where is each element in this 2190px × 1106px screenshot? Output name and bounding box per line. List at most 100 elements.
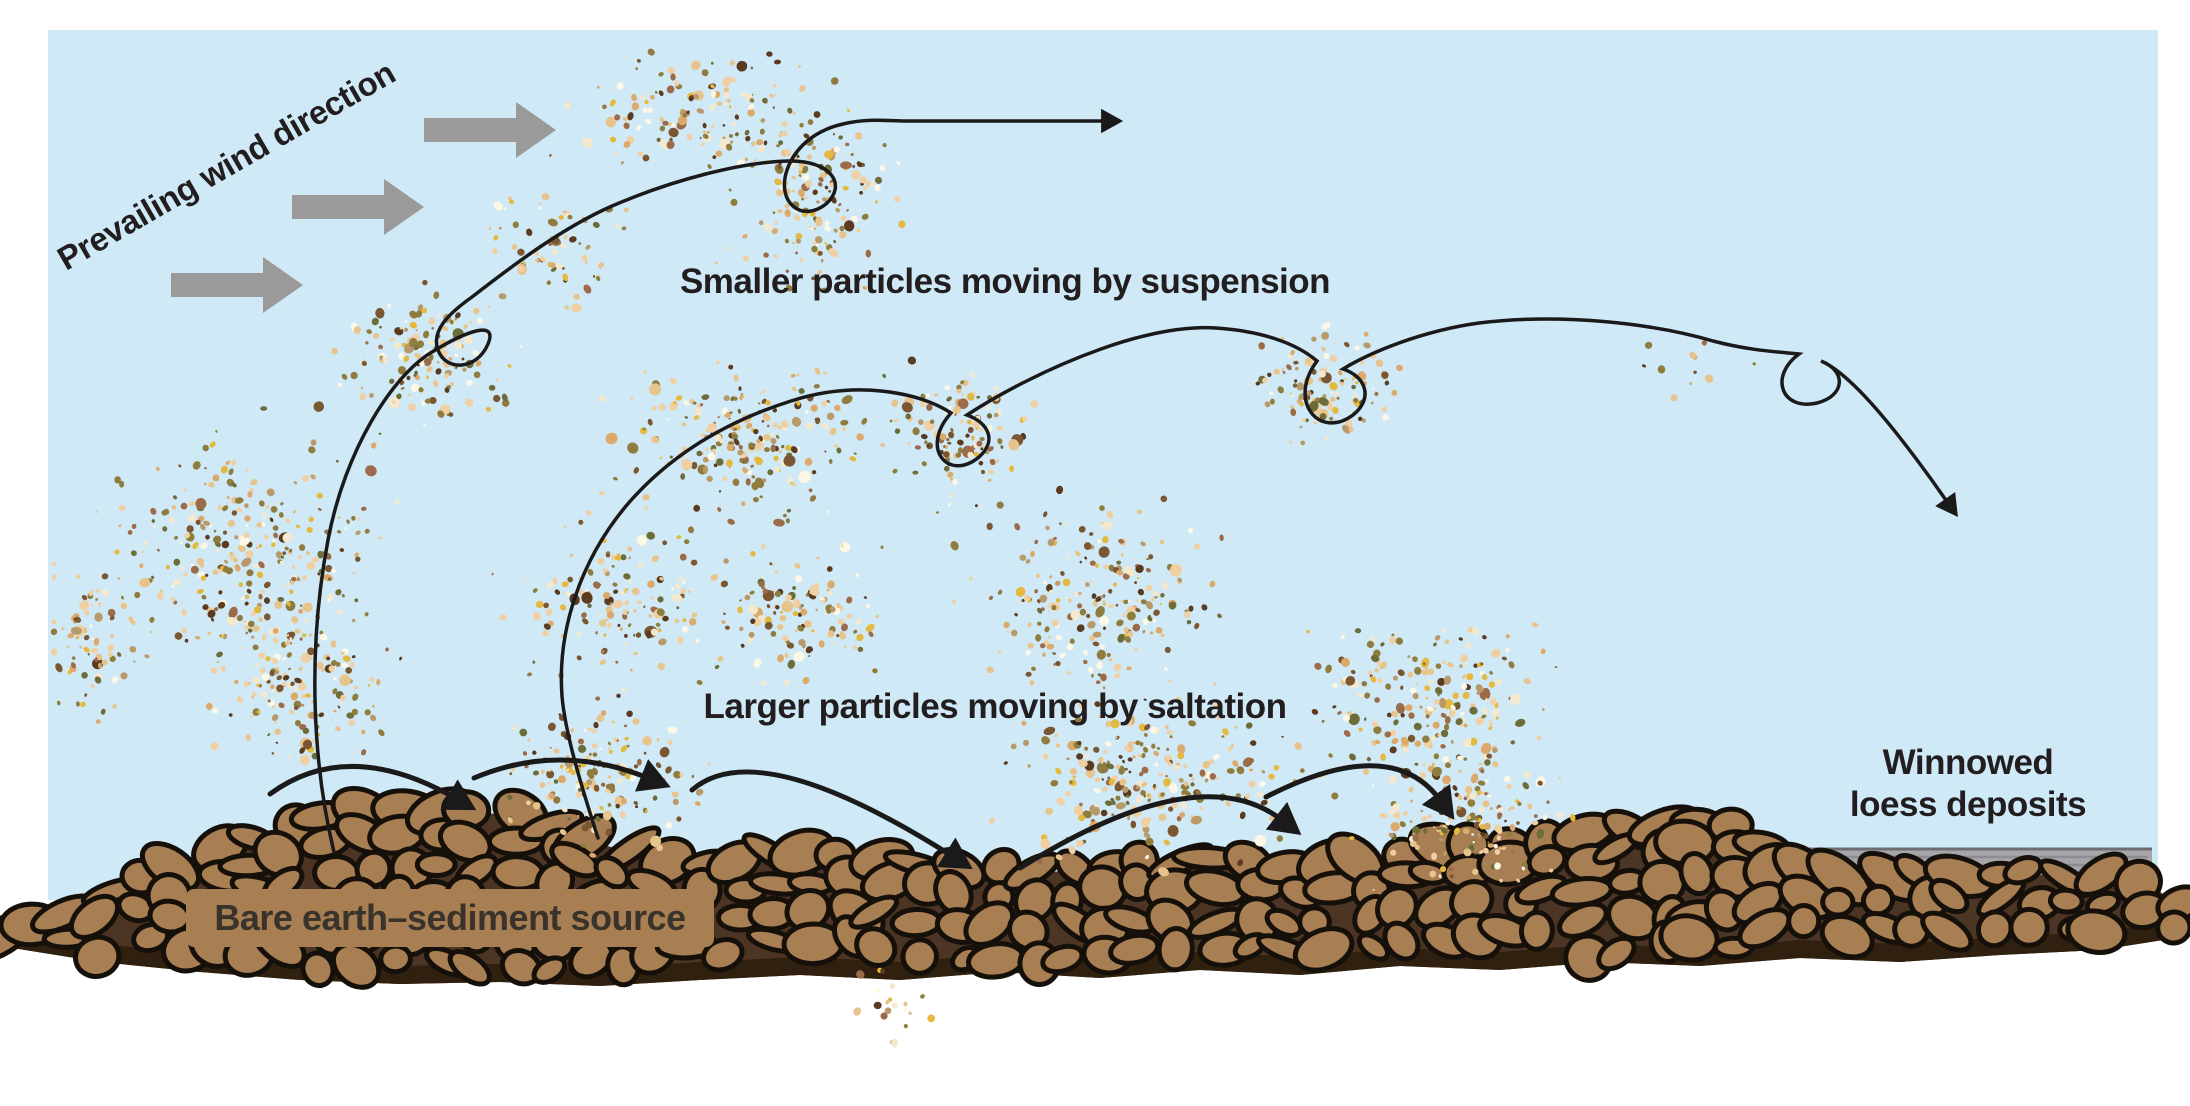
dust-speck	[244, 621, 249, 626]
dust-speck	[857, 646, 864, 653]
dust-speck	[1432, 721, 1440, 729]
dust-speck	[605, 116, 617, 128]
dust-speck	[706, 475, 713, 483]
dust-speck	[1363, 331, 1369, 337]
dust-speck	[55, 663, 63, 673]
dust-speck	[1127, 701, 1130, 704]
dust-speck	[836, 447, 842, 454]
wind-arrow-icon	[292, 179, 424, 235]
dust-speck	[737, 606, 743, 614]
dust-speck	[100, 708, 106, 715]
dust-speck	[874, 200, 878, 204]
dust-speck	[856, 970, 865, 979]
dust-speck	[1456, 805, 1462, 811]
dust-speck	[706, 131, 710, 134]
dust-speck	[525, 579, 530, 583]
dust-speck	[592, 752, 598, 757]
dust-speck	[793, 600, 801, 609]
dust-speck	[597, 557, 605, 565]
dust-speck	[627, 623, 632, 628]
dust-speck	[1115, 802, 1126, 810]
dust-speck	[361, 729, 366, 735]
dust-speck	[143, 540, 148, 546]
dust-speck	[1439, 697, 1447, 709]
dust-speck	[624, 600, 629, 606]
dust-speck	[1089, 635, 1095, 642]
dust-speck	[1003, 761, 1008, 765]
dust-speck	[75, 701, 80, 707]
dust-speck	[1041, 607, 1045, 611]
dust-speck	[623, 207, 630, 213]
dust-speck	[755, 457, 763, 466]
dust-speck	[1488, 722, 1493, 727]
dust-speck	[461, 357, 465, 361]
dust-speck	[1366, 640, 1375, 649]
dust-speck	[1509, 824, 1516, 832]
dust-speck	[929, 419, 935, 424]
dust-speck	[1352, 394, 1359, 400]
dust-speck	[201, 594, 207, 600]
dust-speck	[190, 563, 195, 567]
dust-speck	[615, 660, 619, 664]
dust-speck	[645, 118, 651, 125]
dust-speck	[852, 164, 856, 169]
dust-speck	[626, 710, 633, 718]
dust-speck	[693, 93, 699, 100]
dust-speck	[330, 568, 337, 574]
dust-speck	[1395, 637, 1404, 645]
dust-speck	[582, 782, 589, 789]
dust-speck	[1055, 660, 1061, 667]
dust-speck	[1344, 341, 1350, 348]
dust-speck	[221, 572, 226, 576]
dust-speck	[1236, 766, 1245, 775]
dust-speck	[1407, 671, 1413, 678]
dust-speck	[914, 445, 921, 450]
dust-speck	[1554, 665, 1558, 669]
dust-speck	[593, 770, 598, 776]
dust-speck	[464, 398, 474, 407]
dust-speck	[325, 564, 333, 573]
dust-speck	[351, 708, 359, 716]
dust-speck	[552, 577, 558, 585]
dust-speck	[355, 530, 361, 536]
dust-speck	[714, 434, 722, 442]
dust-speck	[51, 562, 57, 567]
dust-speck	[791, 241, 795, 245]
dust-speck	[903, 1024, 908, 1029]
dust-speck	[258, 652, 266, 659]
dust-speck	[546, 583, 552, 589]
dust-speck	[1444, 716, 1451, 725]
dust-speck	[454, 353, 459, 357]
dust-speck	[538, 206, 542, 210]
dust-speck	[623, 122, 630, 130]
dust-speck	[237, 696, 240, 699]
dust-speck	[686, 133, 693, 141]
dust-speck	[805, 593, 809, 597]
dust-speck	[1330, 396, 1336, 402]
dust-speck	[1068, 598, 1072, 603]
dust-speck	[626, 744, 630, 748]
dust-speck	[785, 269, 790, 273]
dust-speck	[642, 736, 652, 746]
dust-speck	[819, 172, 828, 179]
dust-speck	[1325, 664, 1332, 674]
dust-speck	[1360, 360, 1365, 365]
dust-speck	[1102, 564, 1109, 570]
dust-speck	[1479, 850, 1484, 854]
dust-speck	[351, 655, 356, 659]
dust-speck	[570, 232, 574, 236]
dust-speck	[774, 178, 782, 186]
dust-speck	[696, 680, 703, 685]
dust-speck	[616, 82, 624, 90]
dust-speck	[339, 674, 351, 687]
dust-speck	[328, 665, 336, 673]
dust-speck	[1106, 760, 1110, 765]
dust-speck	[203, 520, 211, 526]
dust-speck	[1072, 775, 1076, 779]
dust-speck	[270, 684, 275, 690]
dust-speck	[1163, 778, 1171, 787]
dust-speck	[605, 828, 613, 836]
dust-speck	[165, 564, 171, 570]
dust-speck	[699, 136, 702, 140]
dust-speck	[427, 339, 435, 345]
